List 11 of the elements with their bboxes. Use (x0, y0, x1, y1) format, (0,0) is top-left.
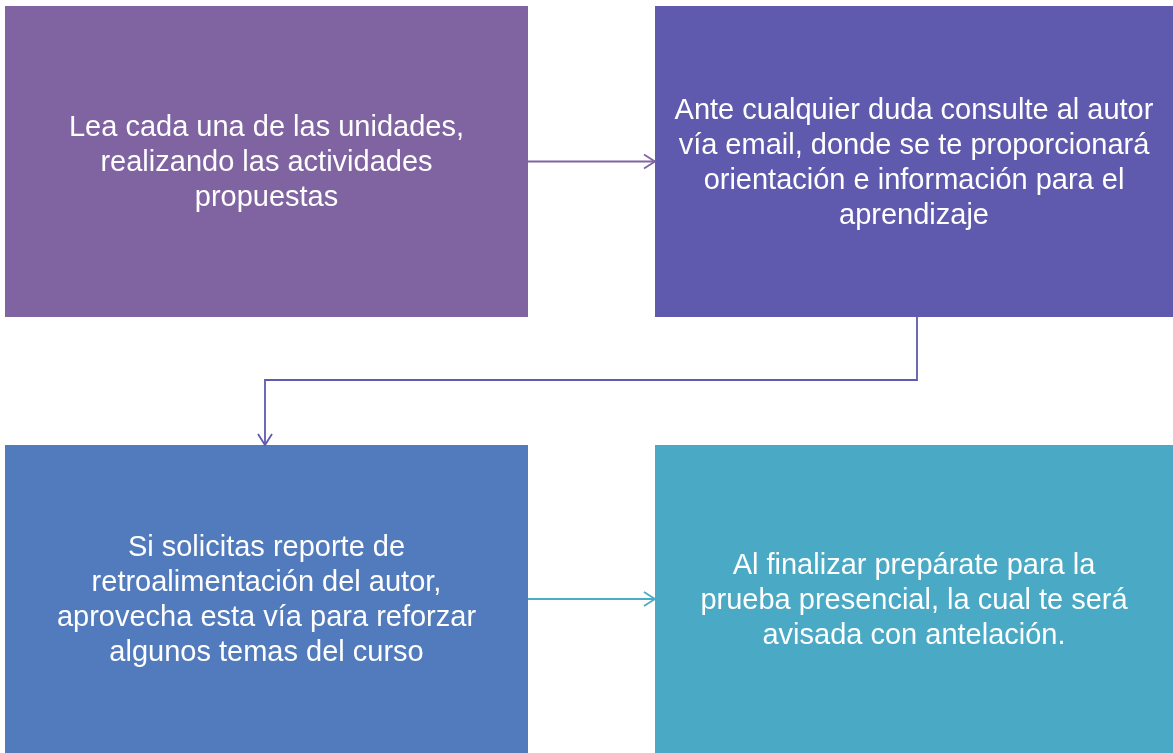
step-text: Ante cualquier duda consulte al autor vía email, donde se te proporcionará orientación e información para el aprendizaje (673, 91, 1155, 232)
arrow (257, 316, 918, 446)
arrow (527, 591, 656, 607)
step-box (5, 445, 528, 753)
step-box (5, 6, 528, 317)
step-text: Lea cada una de las unidades, realizando las actividades propuestas (67, 109, 465, 214)
step-box (655, 445, 1173, 753)
step-box (655, 6, 1173, 317)
step-text: Si solicitas reporte de retroalimentación del autor, aprovecha esta vía para reforzar algunos temas del curso (55, 529, 478, 669)
arrow (527, 153, 656, 170)
step-text: Al finalizar prepárate para la prueba presencial, la cual te será avisada con antelación. (699, 546, 1129, 652)
